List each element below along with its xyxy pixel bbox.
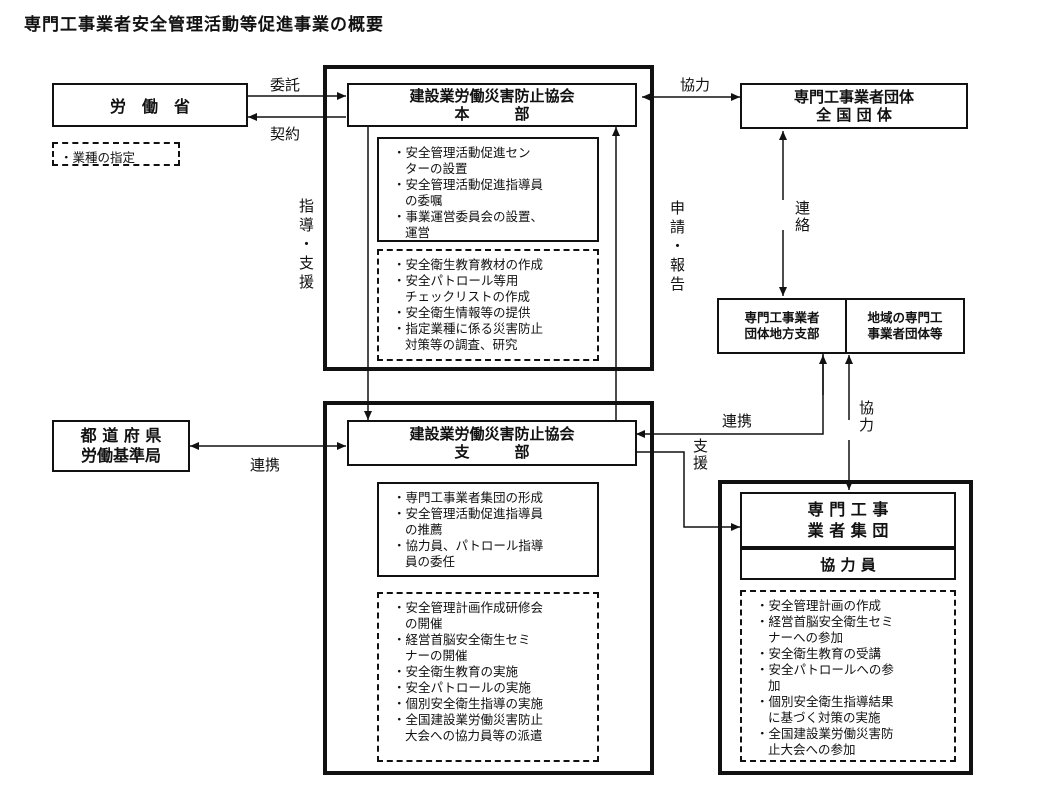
shinsei-hokoku-label: 申請・報告 [668, 200, 686, 295]
todofuken-sub: 労働基準局 [80, 446, 161, 465]
list-item: 全国建設業労働災害防 止大会への参加 [756, 726, 946, 758]
honbu-name: 建設業労働災害防止協会 [409, 87, 575, 105]
kyoryoku-right-label: 協力 [857, 400, 875, 434]
todofuken-box: 都 道 府 県 労働基準局 [52, 420, 190, 472]
list-item: 経営首脳安全衛生セミ ナーの開催 [393, 632, 589, 664]
chiiki-dantai-box: 地域の専門工 事業者団体等 [845, 298, 965, 354]
list-item: 安全衛生教育教材の作成 [393, 257, 589, 273]
kyoryokuin-box: 協 力 員 [740, 548, 956, 580]
list-item: 安全衛生教育の実施 [393, 664, 589, 680]
shudan-container [718, 480, 973, 775]
list-item: 安全衛生情報等の提供 [393, 305, 589, 321]
renkei-right-label: 連携 [722, 412, 753, 430]
honbu-dashed-list: 安全衛生教育教材の作成 安全パトロール等用 チェックリストの作成 安全衛生情報等… [377, 249, 599, 361]
list-item: 協力員、パトロール指導 員の委任 [393, 538, 589, 570]
shibu-name: 建設業労働災害防止協会 [409, 425, 575, 443]
shudan-dashed-list: 安全管理計画の作成 経営首脳安全衛生セミ ナーへの参加 安全衛生教育の受講 安全… [740, 590, 956, 762]
list-item: 事業運営委員会の設置、 運営 [393, 209, 589, 241]
list-item: 個別安全衛生指導結果 に基づく対策の実施 [756, 694, 946, 726]
shibu-dashed-list: 安全管理計画作成研修会 の開催 経営首脳安全衛生セミ ナーの開催 安全衛生教育の… [377, 592, 599, 762]
honbu-sub: 本 部 [454, 105, 530, 123]
shien-arrow [636, 451, 740, 531]
gyoshu-note-label: ・業種の指定 [60, 150, 136, 165]
renkei-left-label: 連携 [250, 456, 281, 474]
shibu-sub: 支 部 [454, 443, 530, 461]
shudan-sub: 業 者 集 団 [807, 521, 889, 540]
list-item: 安全管理活動促進セン ターの設置 [393, 145, 589, 177]
page-title: 専門工事業者安全管理活動等促進事業の概要 [24, 15, 384, 35]
zenkoku-sub: 全 国 団 体 [816, 106, 892, 124]
list-item: 専門工事業者集団の形成 [393, 490, 589, 506]
list-item: 個別安全衛生指導の実施 [393, 696, 589, 712]
list-item: 経営首脳安全衛生セミ ナーへの参加 [756, 614, 946, 646]
chiho-shibu-label: 専門工事業者 団体地方支部 [744, 310, 820, 341]
shido-shien-label: 指導・支援 [297, 198, 315, 293]
shibu-solid-list: 専門工事業者集団の形成 安全管理活動促進指導員 の推薦 協力員、パトロール指導 … [377, 482, 599, 577]
shudan-name: 専 門 工 事 [807, 500, 889, 519]
honbu-solid-list: 安全管理活動促進セン ターの設置 安全管理活動促進指導員 の委嘱 事業運営委員会… [377, 137, 599, 242]
honbu-container [323, 65, 654, 371]
list-item: 指定業種に係る災害防止 対策等の調査、研究 [393, 321, 589, 353]
list-item: 安全パトロールへの参 加 [756, 662, 946, 694]
list-item: 安全管理計画の作成 [756, 598, 946, 614]
shudan-header: 専 門 工 事 業 者 集 団 [740, 492, 956, 548]
rodosho-box: 労 働 省 [52, 83, 248, 127]
shibu-header: 建設業労働災害防止協会 支 部 [347, 420, 637, 466]
zenkoku-box: 専門工事業者団体 全 国 団 体 [740, 83, 968, 129]
rodosho-label: 労 働 省 [109, 97, 190, 116]
chiiki-dantai-label: 地域の専門工 事業者団体等 [867, 310, 943, 341]
kyoryoku-top-label: 協力 [680, 76, 711, 94]
list-item: 全国建設業労働災害防止 大会への協力員等の派遣 [393, 712, 589, 744]
honbu-header: 建設業労働災害防止協会 本 部 [347, 83, 637, 127]
todofuken-name: 都 道 府 県 [80, 426, 162, 445]
keiyaku-label: 契約 [270, 125, 301, 143]
list-item: 安全管理計画作成研修会 の開催 [393, 600, 589, 632]
shien-label: 支援 [691, 438, 709, 472]
list-item: 安全衛生教育の受講 [756, 646, 946, 662]
zenkoku-name: 専門工事業者団体 [793, 88, 914, 106]
gyoshu-note: ・業種の指定 [52, 142, 180, 166]
renraku-label: 連絡 [793, 200, 811, 234]
shibu-container [323, 401, 654, 775]
list-item: 安全パトロール等用 チェックリストの作成 [393, 273, 589, 305]
chiho-shibu-box: 専門工事業者 団体地方支部 [717, 298, 847, 354]
list-item: 安全管理活動促進指導員 の委嘱 [393, 177, 589, 209]
list-item: 安全管理活動促進指導員 の推薦 [393, 506, 589, 538]
list-item: 安全パトロールの実施 [393, 680, 589, 696]
kyoryokuin-label: 協 力 員 [820, 555, 876, 574]
itaku-label: 委託 [270, 76, 301, 94]
